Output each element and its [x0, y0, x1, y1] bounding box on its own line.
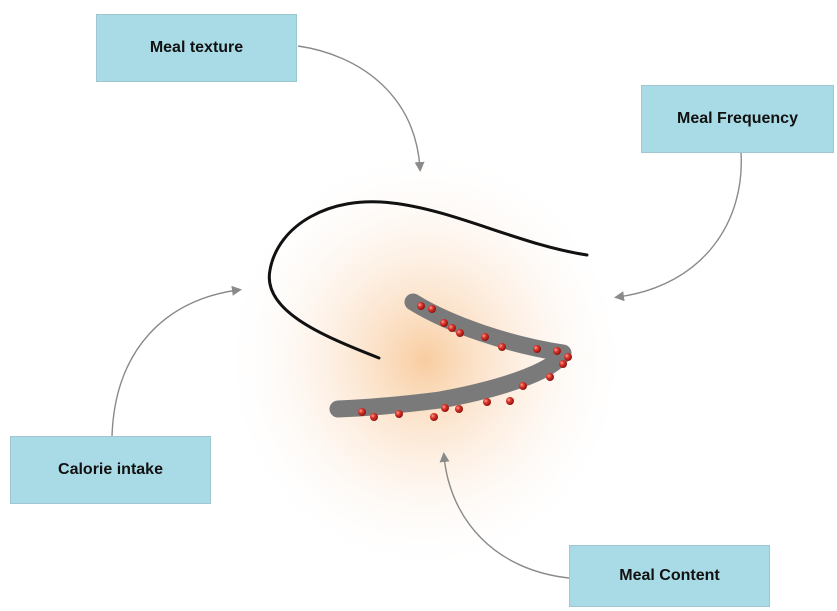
- meal-content-label: Meal Content: [619, 567, 719, 585]
- meal-texture-box: Meal texture: [96, 14, 297, 82]
- meal-frequency-box: Meal Frequency: [641, 85, 834, 153]
- calorie-intake-box: Calorie intake: [10, 436, 211, 504]
- arrow-calorie-intake: [112, 290, 238, 436]
- calorie-intake-label: Calorie intake: [58, 461, 163, 479]
- meal-content-box: Meal Content: [569, 545, 770, 607]
- arrow-meal-frequency: [618, 153, 741, 297]
- meal-texture-label: Meal texture: [150, 39, 243, 57]
- meal-frequency-label: Meal Frequency: [677, 110, 798, 128]
